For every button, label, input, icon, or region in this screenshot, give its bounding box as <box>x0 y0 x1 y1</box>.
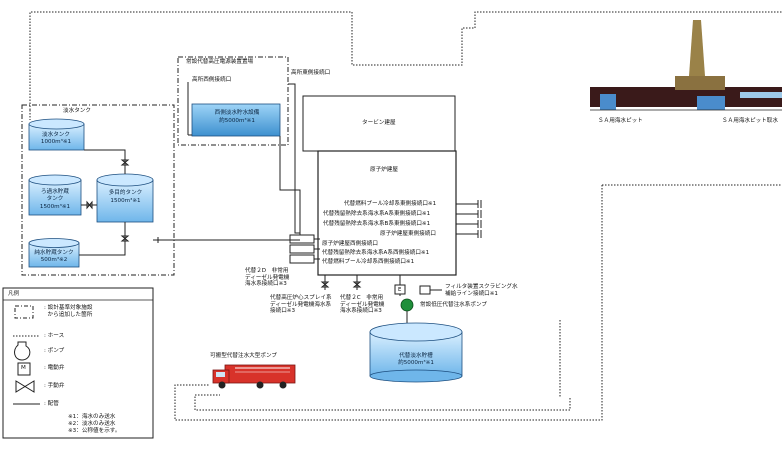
tank1-name: 淡水タンク <box>42 132 70 138</box>
filter-box <box>419 285 431 295</box>
tank1-capacity: 1000m³※1 <box>40 139 72 145</box>
fresh-water-tanks <box>28 118 154 268</box>
legend-item-facility: : 設計基準対象施設 から追加した箇所 <box>44 305 93 318</box>
note-2c-dg: 代替２C 非常用 ディーゼル発電機 海水系接続口※3 <box>340 295 385 315</box>
reactor-right-label-1: 代替燃料プール冷却系東側接続口※1 <box>344 201 437 207</box>
legend-notes: ※1：海水のみ送水 ※2：淡水のみ送水 ※3：公称値を示す。 <box>68 414 121 434</box>
legend-motor-symbol: M <box>21 365 26 371</box>
tank2-name: ろ過水貯蔵 タンク <box>41 189 69 202</box>
reactor-left-label-3: 代替燃料プール冷却系西側接続口※1 <box>322 259 415 265</box>
bottom-valves <box>320 275 401 296</box>
note-hpcs-dg: 代替高圧炉心スプレイ系 ディーゼル発電機海水系 接続口※3 <box>270 295 332 315</box>
underground-tank-capacity: 約5000m³※1 <box>398 360 434 366</box>
underground-tank-name: 代替淡水貯槽 <box>399 353 433 359</box>
pump-e-letter: E <box>398 287 402 293</box>
sa-pit-label-1: ＳＡ用海水ピット <box>598 118 643 124</box>
west-tank-name: 西側淡水貯水設備 <box>214 110 260 116</box>
reactor-left-label-1: 原子炉建屋西側接続口 <box>322 241 378 247</box>
pump-icon <box>400 298 414 312</box>
tank2-capacity: 1500m³※1 <box>39 204 71 210</box>
west-tank-capacity: 約5000m³※1 <box>219 118 255 124</box>
pump-truck <box>212 364 296 389</box>
pump-e-box <box>394 284 406 295</box>
legend-title: 凡例 <box>8 291 20 297</box>
tank-pipes <box>79 149 300 256</box>
note-2d-dg: 代替２D 非常用 ディーゼル発電機 海水系接続口※3 <box>245 268 290 288</box>
high-west-connection: 高所西側接続口 <box>192 77 232 83</box>
hose-outer-top <box>29 11 782 120</box>
east-connection-pipes <box>456 200 482 238</box>
legend-item-hose: : ホース <box>44 333 65 339</box>
reactor-right-label-3: 代替残留熱除去系海水系B系東側接続口※1 <box>323 221 431 227</box>
reactor-building <box>317 150 457 276</box>
filter-connection-label: フィルタ装置スクラビング水 補給ライン接続口※1 <box>445 284 518 297</box>
underground-tank <box>369 322 463 383</box>
reactor-left-label-2: 代替残留熱除去系海水系A系西側接続口※1 <box>322 250 430 256</box>
truck-label: 可搬型代替注水大型ポンプ <box>210 353 277 359</box>
sa-pit-illustration <box>590 20 782 111</box>
legend-item-manual-valve: : 手動弁 <box>44 383 65 389</box>
pump-label: 常設低圧代替注水系ポンプ <box>420 302 487 308</box>
emergency-power-building <box>177 56 289 146</box>
fresh-water-group-title: 淡水タンク <box>63 108 91 114</box>
legend-symbols <box>13 305 40 405</box>
legend-item-pipe: : 配管 <box>44 401 59 407</box>
tank3-name: 純水貯蔵タンク <box>34 250 74 256</box>
turbine-building-label: タービン建屋 <box>362 120 396 126</box>
reactor-right-label-4: 原子炉建屋東側接続口 <box>380 231 436 237</box>
turbine-building <box>302 95 456 152</box>
sa-pit-label-2: ＳＡ用海水ピット取水 <box>722 118 778 124</box>
west-connection-blocks <box>289 234 320 264</box>
high-east-connection: 高所東側接続口 <box>291 70 331 76</box>
legend-item-pump: : ポンプ <box>44 348 65 354</box>
multi-tank-name: 多目的タンク <box>108 190 143 196</box>
fresh-water-group-border <box>21 104 175 276</box>
multi-tank-capacity: 1500m³※1 <box>110 198 141 204</box>
tank3-capacity: 500m³※2 <box>40 257 68 263</box>
west-water-tank <box>191 103 281 137</box>
emergency-building-title: 常設代替高圧電源装置置場 <box>186 59 254 65</box>
reactor-building-title: 原子炉建屋 <box>370 167 398 173</box>
hose-outer-bottom <box>174 184 782 421</box>
legend-item-motor-valve: : 電動弁 <box>44 365 65 371</box>
reactor-right-label-2: 代替残留熱除去系海水系A系東側接続口※1 <box>323 211 431 217</box>
